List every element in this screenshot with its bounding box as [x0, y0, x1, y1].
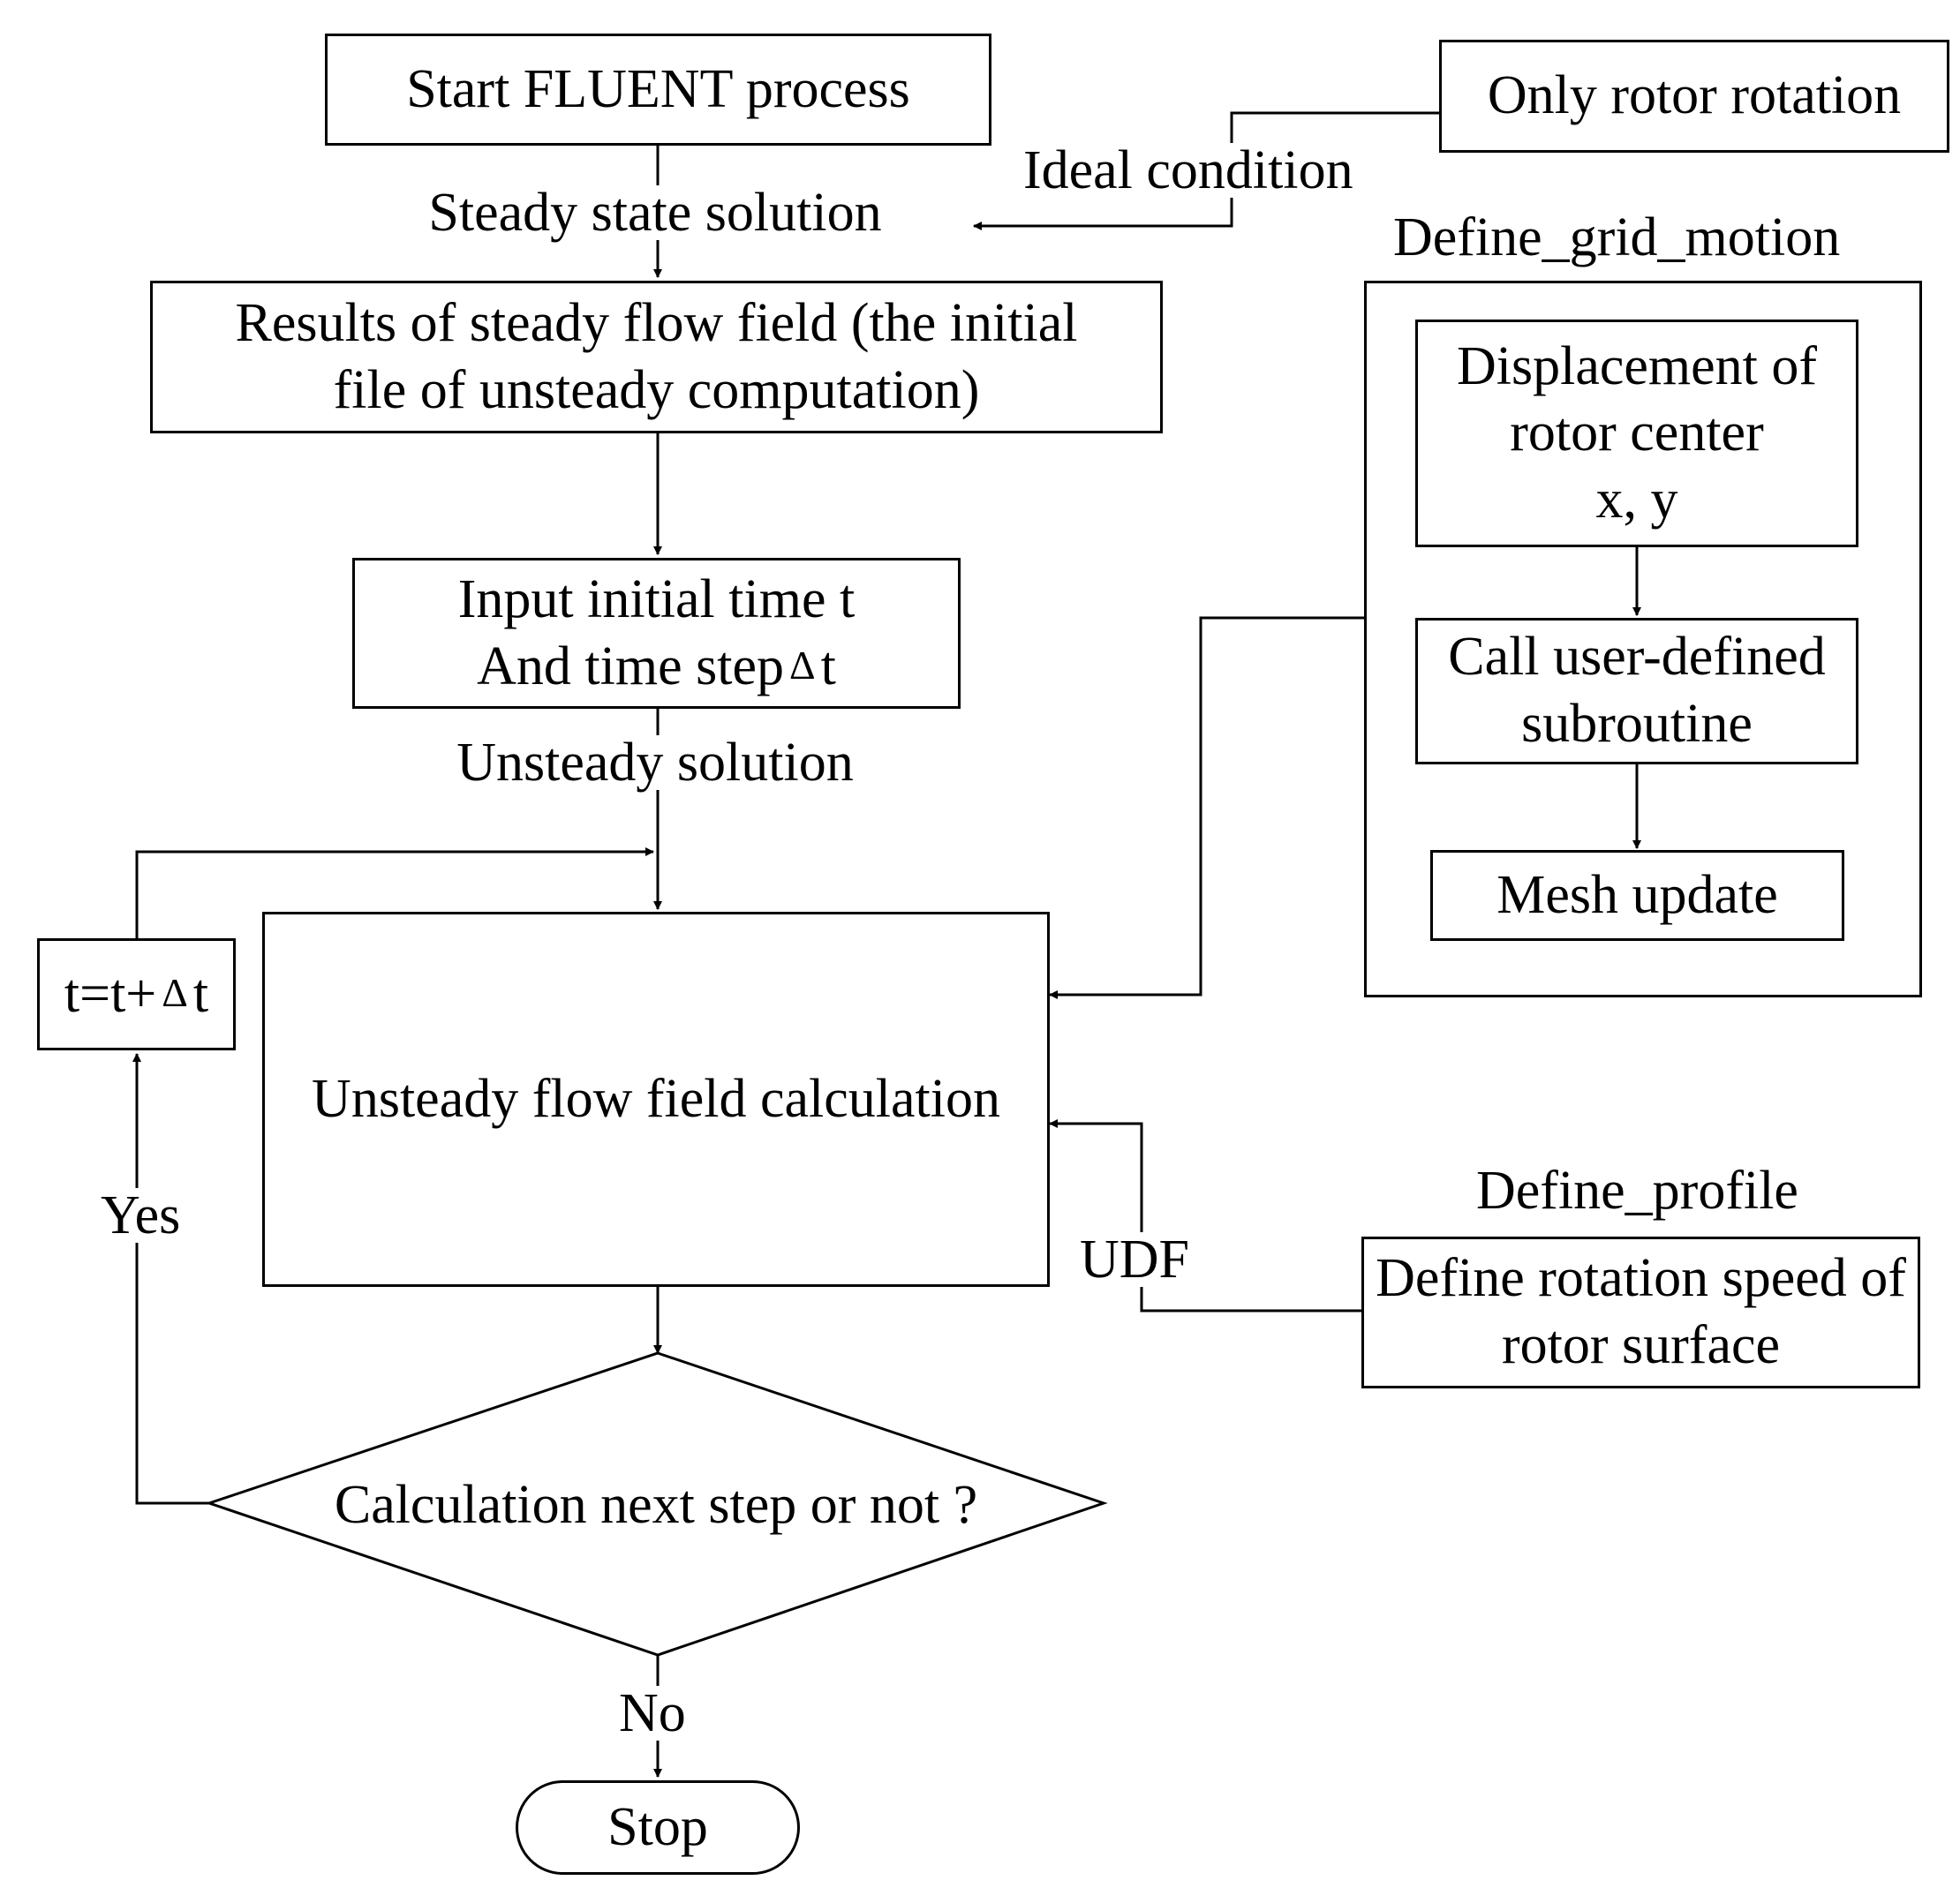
start-fluent-box: Start FLUENT process: [325, 34, 991, 146]
input-time-step-tail: t: [820, 636, 836, 696]
delta-symbol: Δ: [789, 642, 816, 688]
user-subroutine-box: Call user-defined subroutine: [1415, 618, 1858, 764]
arrow-loop-merge: [135, 847, 654, 938]
user-subroutine-line-2: subroutine: [1521, 694, 1753, 754]
label-define-profile: Define_profile: [1476, 1161, 1798, 1221]
decision-text: Calculation next step or not ?: [334, 1475, 978, 1535]
stop-terminal: Stop: [516, 1780, 800, 1875]
arrow-profile-to-calc: [1049, 1119, 1361, 1313]
rotation-speed-line-1: Define rotation speed of: [1376, 1248, 1906, 1309]
displacement-box: Displacement of rotor center x, y: [1415, 320, 1858, 547]
displacement-line-3: x, y: [1595, 469, 1678, 530]
user-subroutine-line-1: Call user-defined: [1448, 627, 1826, 688]
label-no: No: [619, 1683, 686, 1743]
only-rotor-rotation-text: Only rotor rotation: [1487, 65, 1902, 126]
unsteady-calculation-text: Unsteady flow field calculation: [312, 1068, 1000, 1129]
input-time-step-text: And time step: [477, 636, 784, 696]
time-increment-head: t=t+: [64, 963, 157, 1024]
mesh-update-box: Mesh update: [1430, 850, 1844, 941]
label-define-grid-motion: Define_grid_motion: [1393, 207, 1841, 267]
start-fluent-text: Start FLUENT process: [406, 58, 910, 119]
rotation-speed-box: Define rotation speed of rotor surface: [1361, 1237, 1920, 1388]
arrow-yes-to-increment: [132, 1053, 209, 1505]
time-increment-box: t=t+Δt: [37, 938, 236, 1050]
label-yes: Yes: [101, 1185, 181, 1245]
label-unsteady-solution: Unsteady solution: [453, 735, 857, 790]
label-udf: UDF: [1080, 1230, 1190, 1290]
steady-results-box: Results of steady flow field (the initia…: [150, 281, 1163, 433]
stop-text: Stop: [607, 1796, 708, 1857]
unsteady-calculation-box: Unsteady flow field calculation: [262, 912, 1050, 1287]
only-rotor-rotation-box: Only rotor rotation: [1439, 40, 1949, 153]
arrow-gridmotion-to-calc: [1049, 616, 1364, 999]
displacement-line-1: Displacement of: [1456, 335, 1818, 396]
steady-results-line-2: file of unsteady computation): [333, 359, 980, 420]
label-steady-state-solution: Steady state solution: [425, 185, 886, 240]
decision-diamond: [205, 1351, 1108, 1657]
time-increment-text: t=t+Δt: [64, 961, 208, 1028]
grid-motion-container: [1364, 281, 1922, 997]
increment-delta-symbol: Δ: [162, 969, 188, 1015]
input-time-line-1: Input initial time t: [457, 568, 856, 629]
displacement-line-2: rotor center: [1510, 402, 1764, 463]
mesh-update-text: Mesh update: [1496, 864, 1778, 925]
label-ideal-condition: Ideal condition: [1018, 143, 1359, 198]
rotation-speed-line-2: rotor surface: [1502, 1315, 1780, 1375]
time-increment-tail: t: [192, 963, 209, 1024]
steady-results-line-1: Results of steady flow field (the initia…: [235, 292, 1078, 353]
